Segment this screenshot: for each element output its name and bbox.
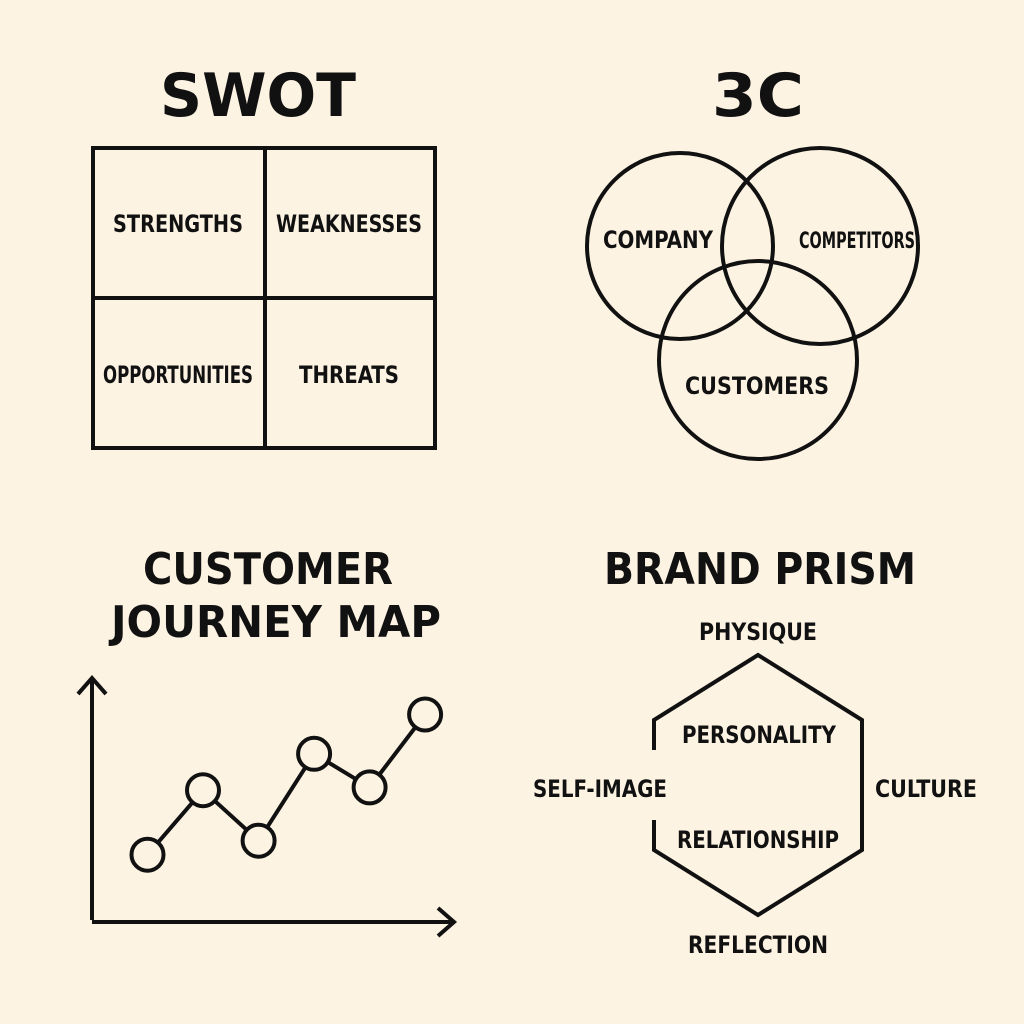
prism-relationship-label: RELATIONSHIP <box>677 826 839 854</box>
y-axis-arrowhead-icon <box>76 674 108 696</box>
swot-opportunities-label: OPPORTUNITIES <box>103 361 253 389</box>
journey-point-5 <box>351 769 388 806</box>
journey-title-line1: CUSTOMER <box>143 544 393 595</box>
journey-point-4 <box>296 735 333 772</box>
prism-self-image-label: SELF-IMAGE <box>533 775 667 803</box>
swot-section: SWOT STRENGTHS WEAKNESSES OPPORTUNITIES … <box>91 61 437 450</box>
journey-points <box>129 696 444 873</box>
brand-prism-title: BRAND PRISM <box>604 544 916 595</box>
prism-hexagon <box>652 652 864 918</box>
company-label: COMPANY <box>603 226 713 254</box>
three-c-title: 3C <box>712 61 804 131</box>
journey-section: CUSTOMER JOURNEY MAP <box>76 544 458 938</box>
journey-point-3 <box>240 822 277 859</box>
competitors-label: COMPETITORS <box>799 229 915 254</box>
journey-point-6 <box>407 696 444 733</box>
brand-prism-section: BRAND PRISM PHYSIQUE PERSONALITY SELF-IM… <box>533 544 977 959</box>
swot-weaknesses-label: WEAKNESSES <box>276 210 422 238</box>
prism-culture-label: CULTURE <box>875 775 977 803</box>
prism-physique-label: PHYSIQUE <box>699 618 817 646</box>
competitors-circle <box>720 146 920 346</box>
company-circle <box>585 151 775 341</box>
swot-strengths-label: STRENGTHS <box>113 210 243 238</box>
customers-circle <box>657 259 859 461</box>
three-c-section: 3C COMPANY COMPETITORS CUSTOMERS <box>585 61 920 461</box>
swot-threats-label: THREATS <box>299 361 399 389</box>
prism-personality-label: PERSONALITY <box>682 721 836 749</box>
x-axis-arrowhead-icon <box>436 906 458 938</box>
prism-reflection-label: REFLECTION <box>688 931 828 959</box>
journey-title-line2: JOURNEY MAP <box>108 597 441 648</box>
journey-point-1 <box>129 836 166 873</box>
journey-point-2 <box>185 772 221 809</box>
swot-title: SWOT <box>160 61 356 131</box>
customers-label: CUSTOMERS <box>685 372 829 400</box>
